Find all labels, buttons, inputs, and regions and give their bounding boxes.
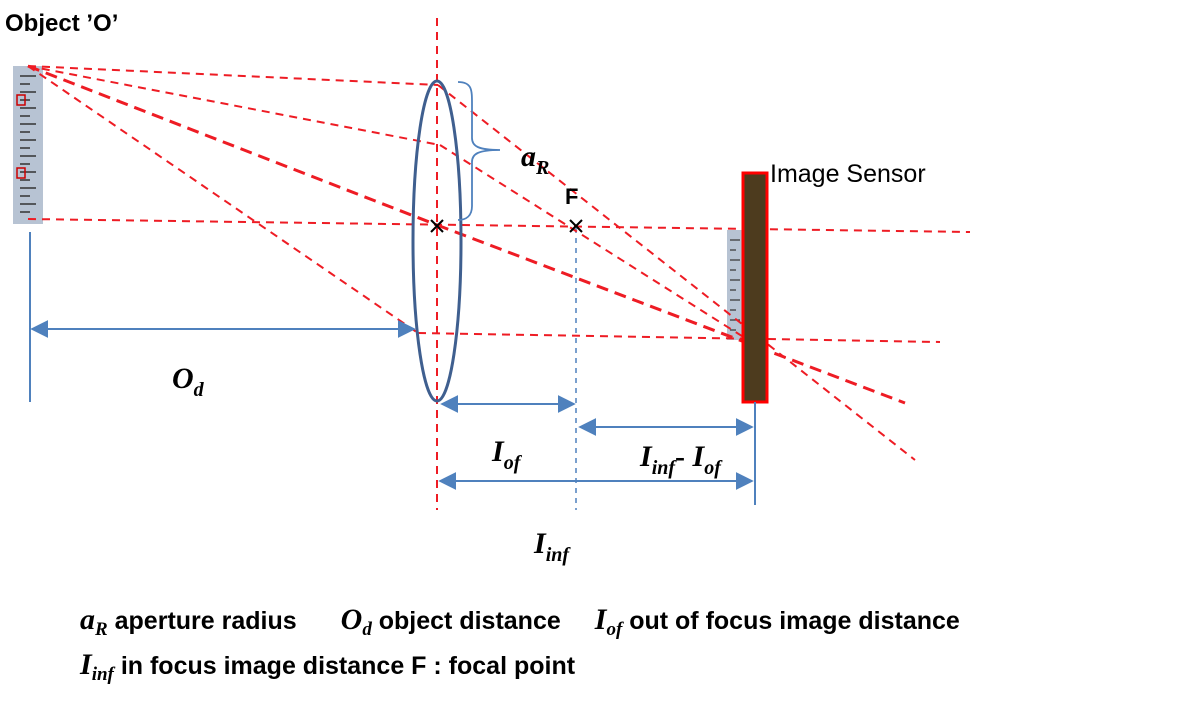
lens-center-mark — [430, 219, 444, 233]
image-ruler — [727, 230, 743, 340]
image-sensor-label: Image Sensor — [770, 160, 926, 188]
legend-out-of-focus-text: out of focus image distance — [622, 607, 960, 635]
legend-object-distance-text: object distance — [371, 607, 561, 635]
focal-point-label: F — [565, 184, 578, 209]
in-focus-distance-symbol: Iinf — [533, 527, 571, 566]
legend-in-focus-symbol: Iinf — [80, 648, 114, 685]
object-distance-symbol: Od — [172, 362, 205, 401]
out-of-focus-distance-symbol: Iof — [491, 435, 523, 474]
legend-aperture-symbol: aR — [80, 603, 108, 640]
object-ruler — [13, 66, 43, 224]
image-sensor — [741, 171, 769, 404]
legend-in-focus-text: in focus image distance F : focal point — [113, 652, 576, 680]
legend-object-distance-symbol: Od — [340, 603, 372, 640]
legend-aperture-text: aperture radius — [107, 607, 297, 635]
lens — [411, 79, 463, 403]
legend-line-2: Iinf in focus image distance F : focal p… — [80, 648, 576, 685]
aperture-brace — [457, 81, 501, 221]
in-focus-minus-out-of-focus-symbol: Iinf- Iof — [639, 440, 723, 479]
aperture-radius-symbol: aR — [521, 140, 549, 179]
focal-point-mark — [569, 219, 583, 233]
dimension-lines — [29, 232, 756, 505]
legend-out-of-focus-symbol: Iof — [594, 603, 623, 640]
object-label: Object ’O’ — [5, 10, 118, 37]
light-rays — [27, 64, 971, 461]
